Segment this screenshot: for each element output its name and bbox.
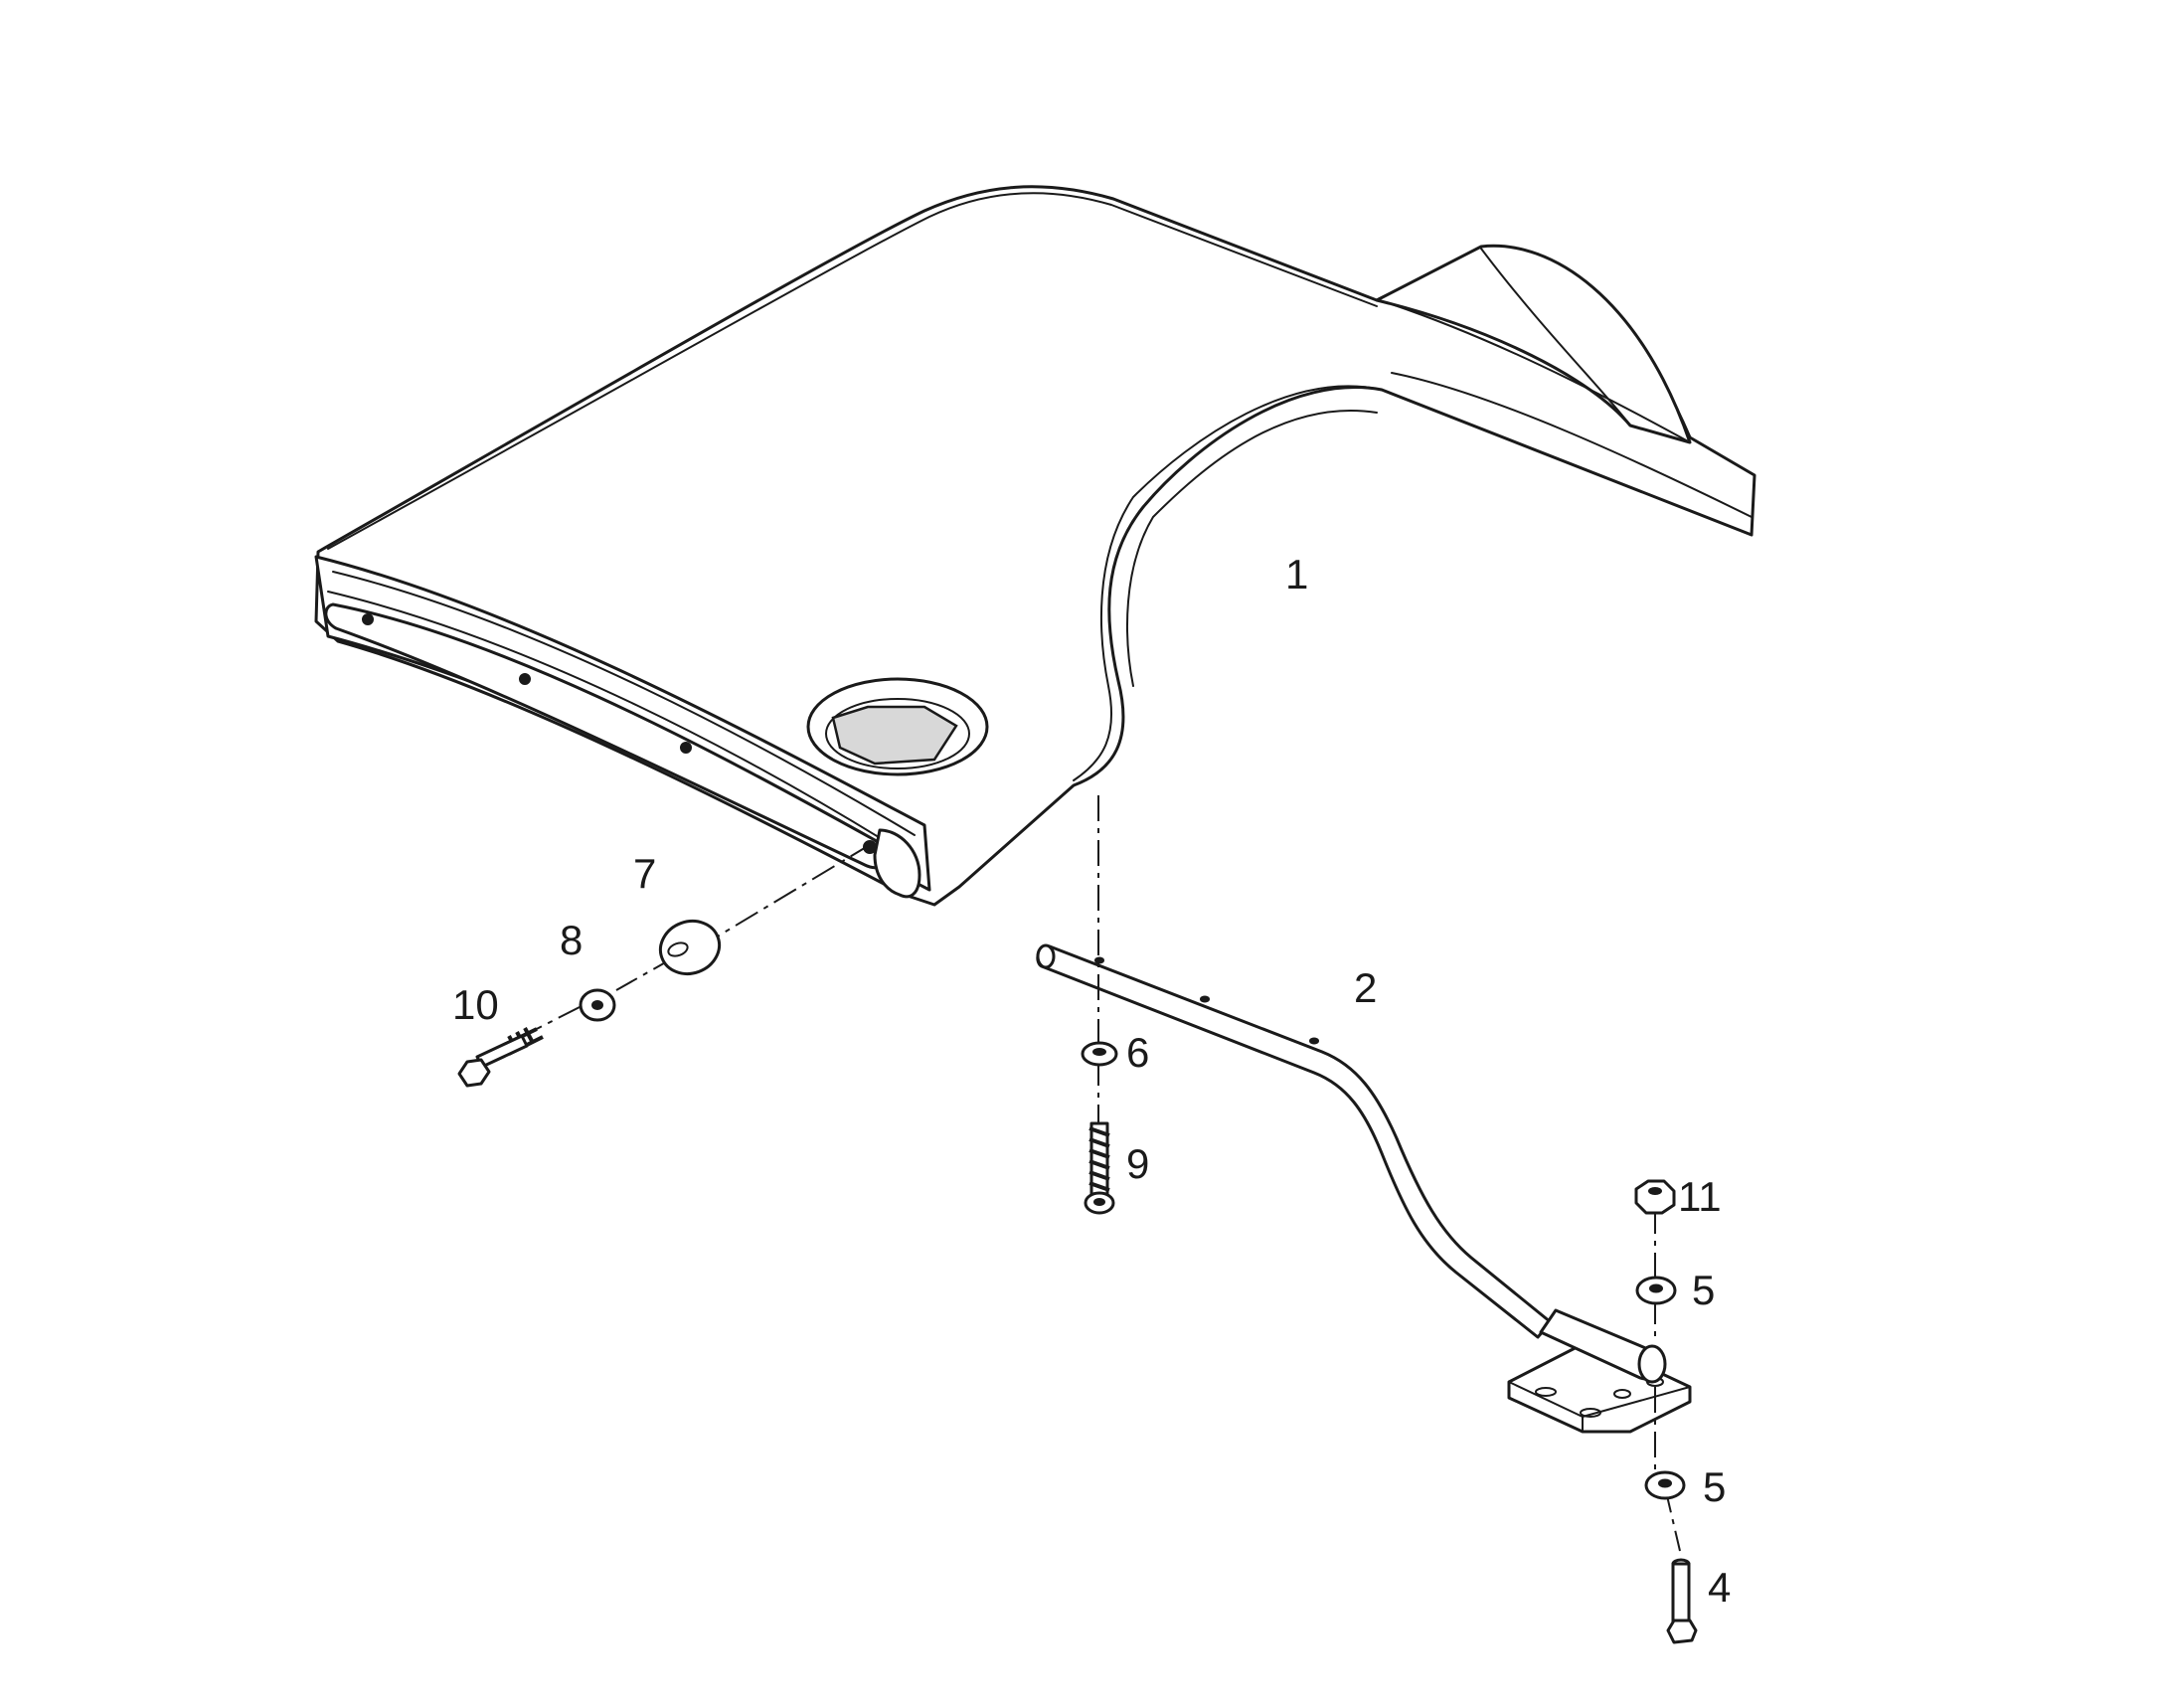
part-5-washer-upper (1635, 1276, 1677, 1305)
callout-1: 1 (1285, 551, 1308, 598)
part-5-washer-lower (1644, 1470, 1686, 1500)
callout-8: 8 (560, 917, 583, 963)
part-11-nut (1634, 1179, 1676, 1215)
callout-5-upper: 5 (1692, 1267, 1715, 1313)
callout-11: 11 (1678, 1173, 1722, 1220)
part-2-support-bar (1036, 943, 1553, 1339)
callout-10: 10 (452, 981, 499, 1028)
part-9-bolt (1084, 1121, 1115, 1215)
callout-9: 9 (1126, 1140, 1149, 1187)
callout-7: 7 (633, 850, 656, 897)
part-4-bolt (1666, 1558, 1698, 1644)
part-10-bolt (457, 1027, 544, 1088)
part-7-washer (658, 920, 722, 975)
callout-6: 6 (1126, 1029, 1149, 1076)
support-bracket (1507, 1308, 1692, 1434)
callout-4: 4 (1708, 1564, 1731, 1611)
callout-5-lower: 5 (1703, 1463, 1726, 1510)
part-8-washer (579, 988, 616, 1022)
part-6-washer (1081, 1041, 1118, 1067)
callout-2: 2 (1354, 964, 1377, 1011)
part-1-fender-cover (314, 185, 1756, 907)
callout-labels: 1 2 4 5 5 6 7 8 9 10 11 (452, 551, 1731, 1611)
